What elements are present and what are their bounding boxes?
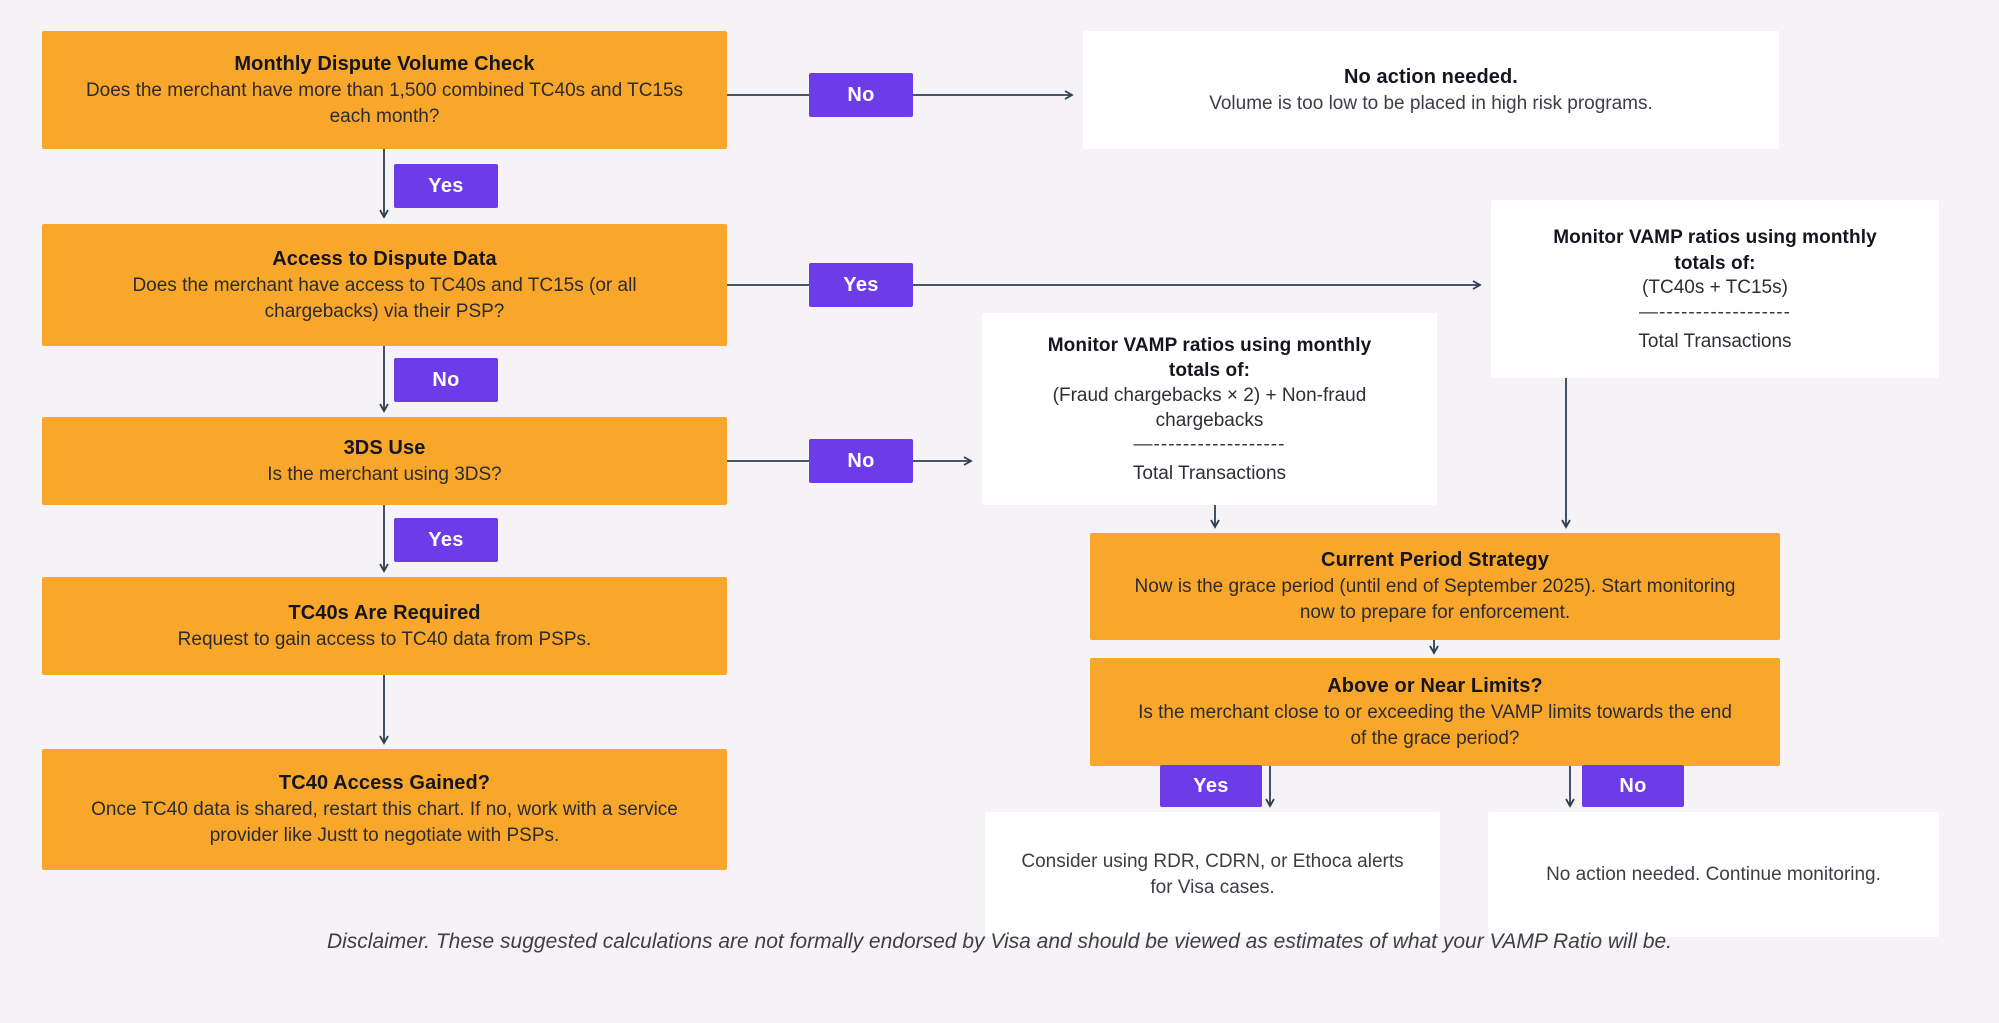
node-title: Monitor VAMP ratios using monthly totals… [1047, 334, 1372, 382]
node-body: Consider using RDR, CDRN, or Ethoca aler… [1021, 850, 1404, 898]
node-3ds-use: 3DS Use Is the merchant using 3DS? [42, 417, 727, 505]
node-title: Above or Near Limits? [1327, 674, 1543, 697]
node-title: Monitor VAMP ratios using monthly totals… [1553, 227, 1877, 274]
node-title: 3DS Use [343, 436, 426, 459]
node-body: No action needed. Continue monitoring. [1546, 863, 1881, 885]
node-no-action-low-volume: No action needed. Volume is too low to b… [1083, 31, 1779, 149]
node-above-or-near-limits: Above or Near Limits? Is the merchant cl… [1090, 658, 1780, 766]
formula-divider: —------------------ [1639, 301, 1791, 323]
node-body: Volume is too low to be placed in high r… [1209, 92, 1653, 114]
node-body: Request to gain access to TC40 data from… [177, 628, 592, 650]
node-consider-alerts: Consider using RDR, CDRN, or Ethoca aler… [985, 812, 1440, 937]
node-body: Is the merchant using 3DS? [267, 463, 502, 485]
node-body: Does the merchant have more than 1,500 c… [85, 79, 684, 127]
formula-divider: —------------------ [1133, 434, 1286, 456]
badge-no-3ds: No [809, 439, 913, 483]
node-body: Does the merchant have access to TC40s a… [132, 274, 637, 322]
node-continue-monitoring: No action needed. Continue monitoring. [1488, 812, 1939, 937]
node-title: Access to Dispute Data [272, 247, 497, 270]
node-body: Is the merchant close to or exceeding th… [1138, 701, 1732, 749]
node-current-period-strategy: Current Period Strategy Now is the grace… [1090, 533, 1780, 640]
node-title: TC40s Are Required [288, 601, 481, 624]
node-title: Monthly Dispute Volume Check [234, 52, 535, 75]
badge-yes-limits: Yes [1160, 765, 1262, 807]
node-monitor-vamp-with-tc40: Monitor VAMP ratios using monthly totals… [1491, 200, 1939, 378]
badge-yes-volume: Yes [394, 164, 498, 208]
node-title: TC40 Access Gained? [278, 772, 491, 795]
node-body: Once TC40 data is shared, restart this c… [91, 799, 678, 846]
badge-no-access: No [394, 358, 498, 402]
badge-no-limits: No [1582, 765, 1684, 807]
badge-no-volume: No [809, 73, 913, 117]
node-title: Current Period Strategy [1321, 549, 1549, 572]
node-monthly-dispute-volume-check: Monthly Dispute Volume Check Does the me… [42, 31, 727, 149]
node-tc40s-are-required: TC40s Are Required Request to gain acces… [42, 577, 727, 675]
node-title: No action needed. [1344, 65, 1518, 88]
formula-denominator: Total Transactions [1638, 330, 1792, 352]
disclaimer-text: Disclaimer. These suggested calculations… [326, 930, 1673, 953]
formula-denominator: Total Transactions [1132, 463, 1287, 485]
formula-numerator: (Fraud chargebacks × 2) + Non-fraud char… [1052, 384, 1367, 431]
badge-yes-3ds: Yes [394, 518, 498, 562]
node-tc40-access-gained: TC40 Access Gained? Once TC40 data is sh… [42, 749, 727, 870]
node-access-to-dispute-data: Access to Dispute Data Does the merchant… [42, 224, 727, 346]
badge-yes-access: Yes [809, 263, 913, 307]
node-body: Now is the grace period (until end of Se… [1134, 576, 1736, 623]
node-monitor-vamp-without-tc40: Monitor VAMP ratios using monthly totals… [982, 313, 1437, 505]
formula-numerator: (TC40s + TC15s) [1642, 277, 1788, 299]
